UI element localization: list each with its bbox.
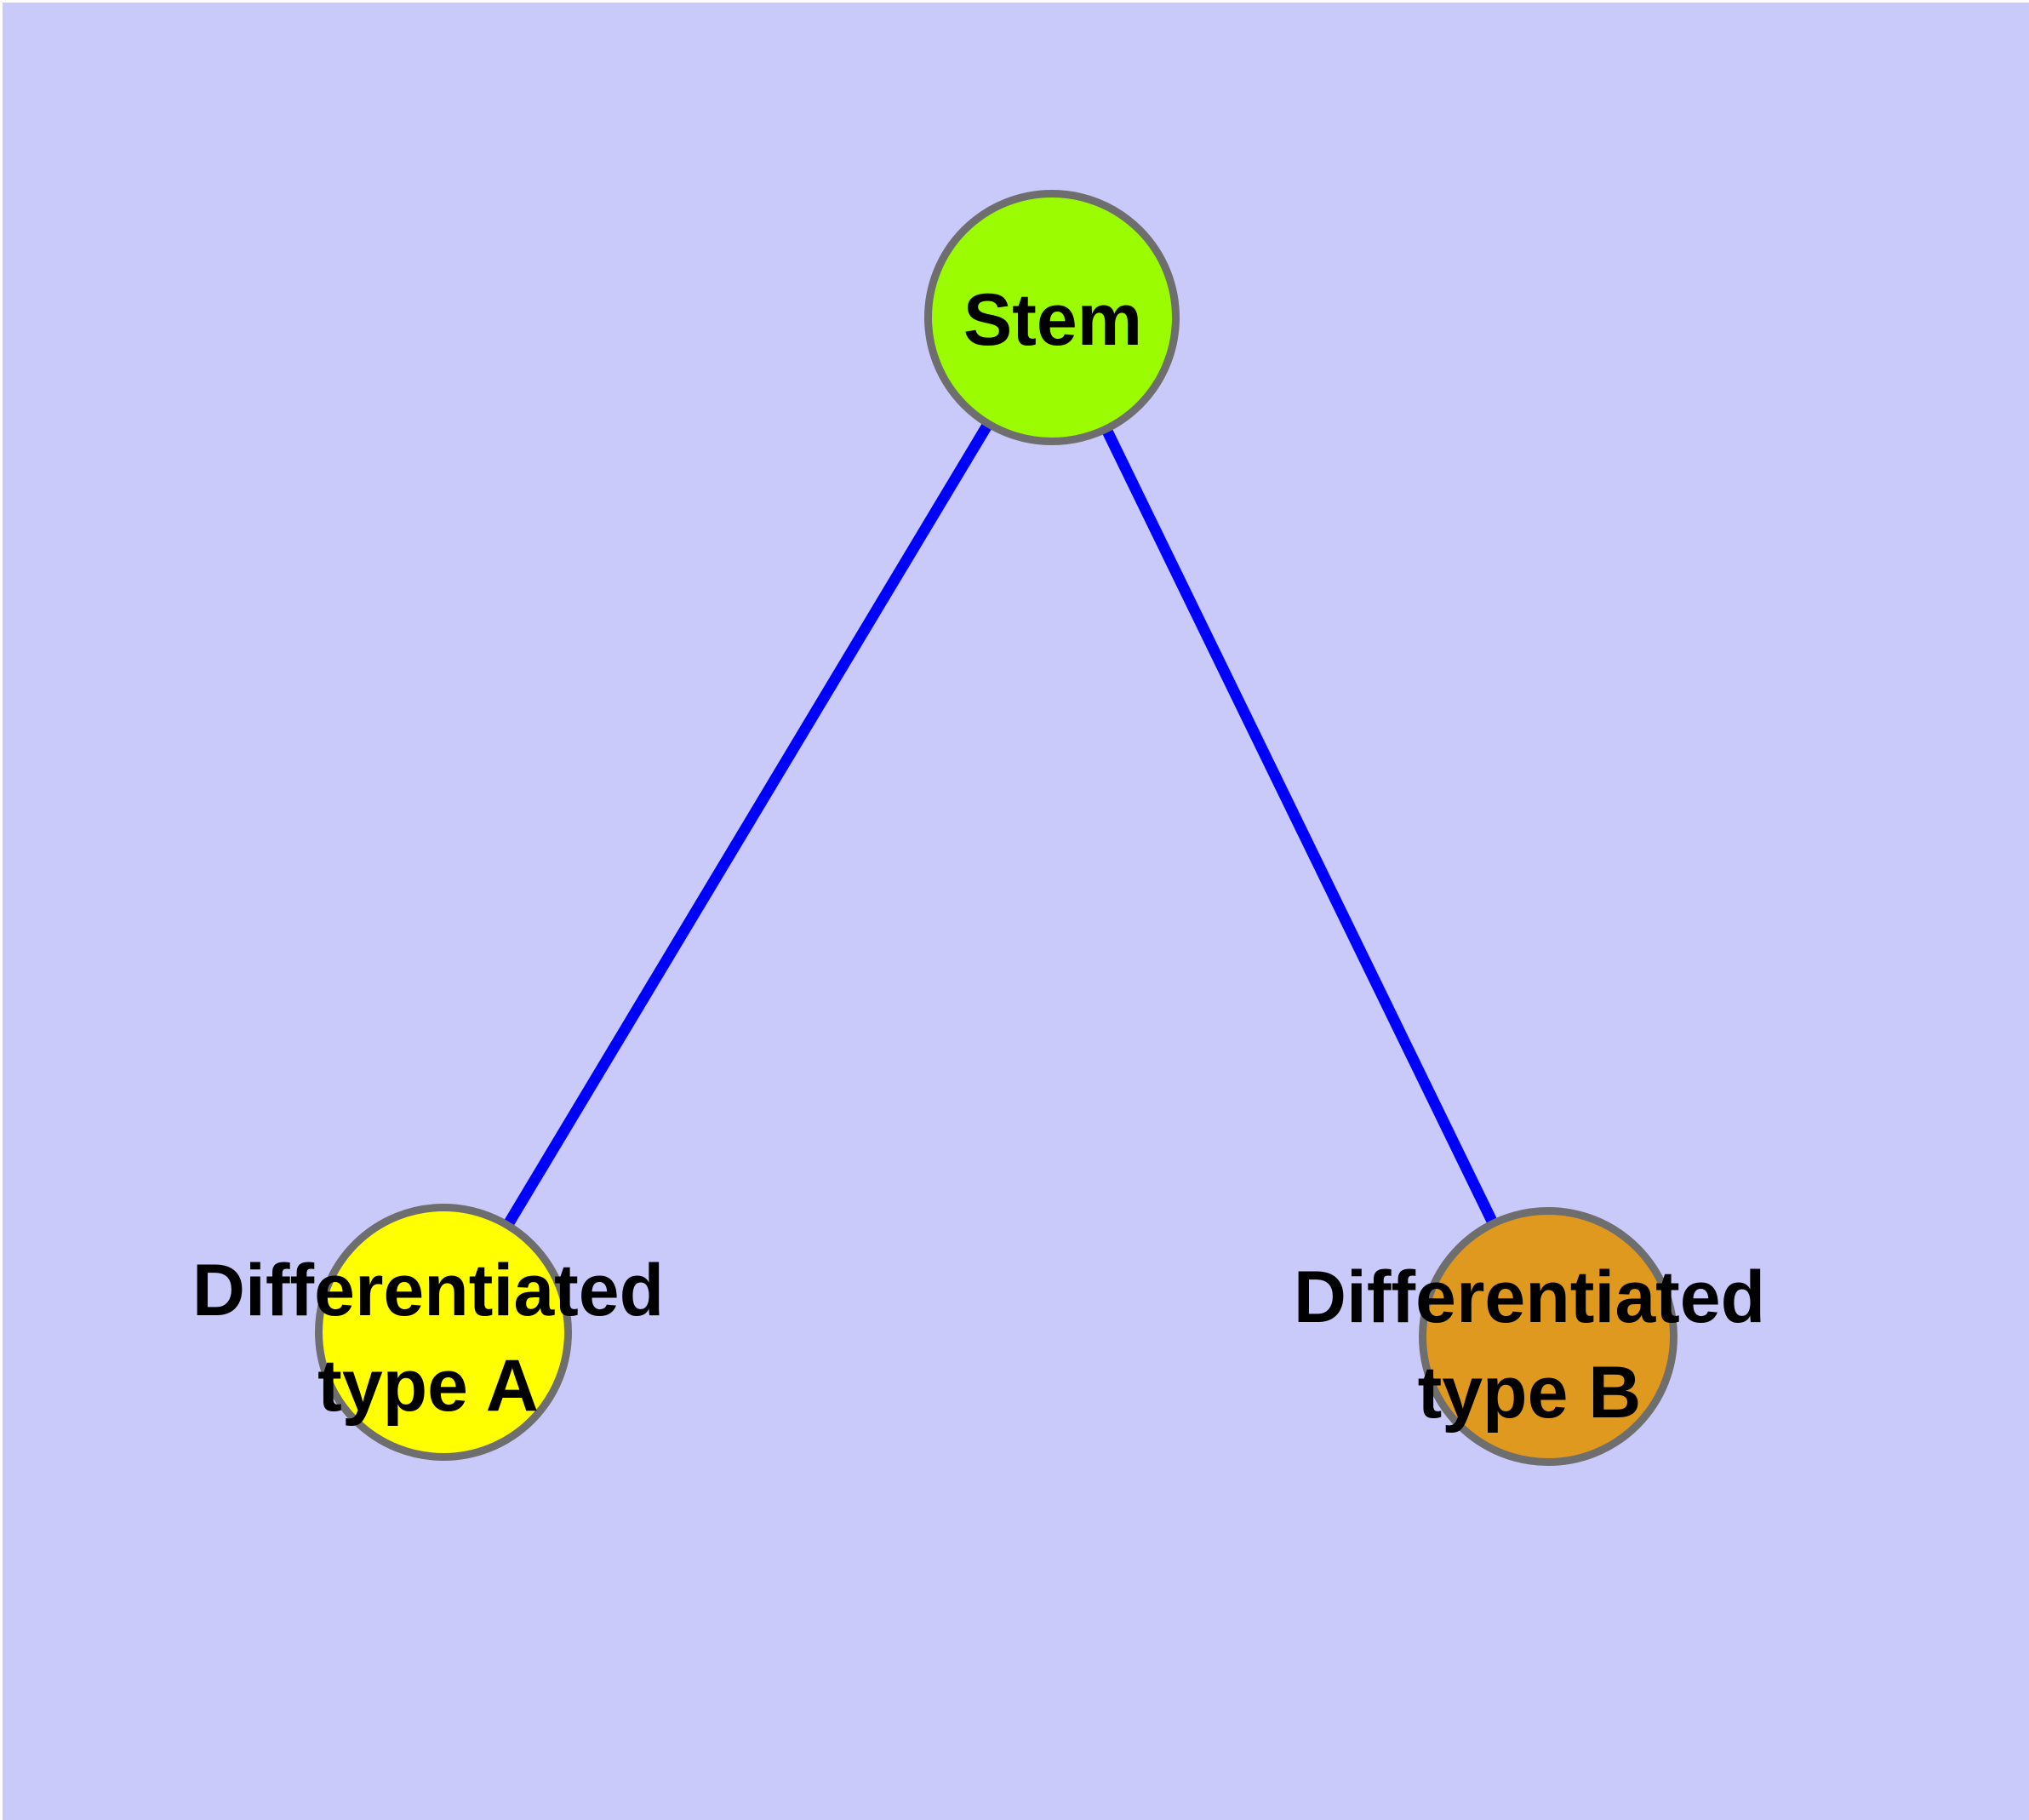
node-differentiated-type-a-label: Differentiated type A: [191, 1250, 665, 1427]
edge-stem-diff-a: [438, 314, 1057, 1336]
edge-stem-diff-b: [1047, 315, 1553, 1339]
node-stem-label: Stem: [963, 279, 1143, 361]
node-differentiated-type-b[interactable]: [1419, 1207, 1677, 1466]
node-differentiated-type-b-label: Differentiated type B: [1293, 1256, 1766, 1434]
node-stem[interactable]: [924, 190, 1180, 445]
node-differentiated-type-a[interactable]: [315, 1204, 572, 1461]
